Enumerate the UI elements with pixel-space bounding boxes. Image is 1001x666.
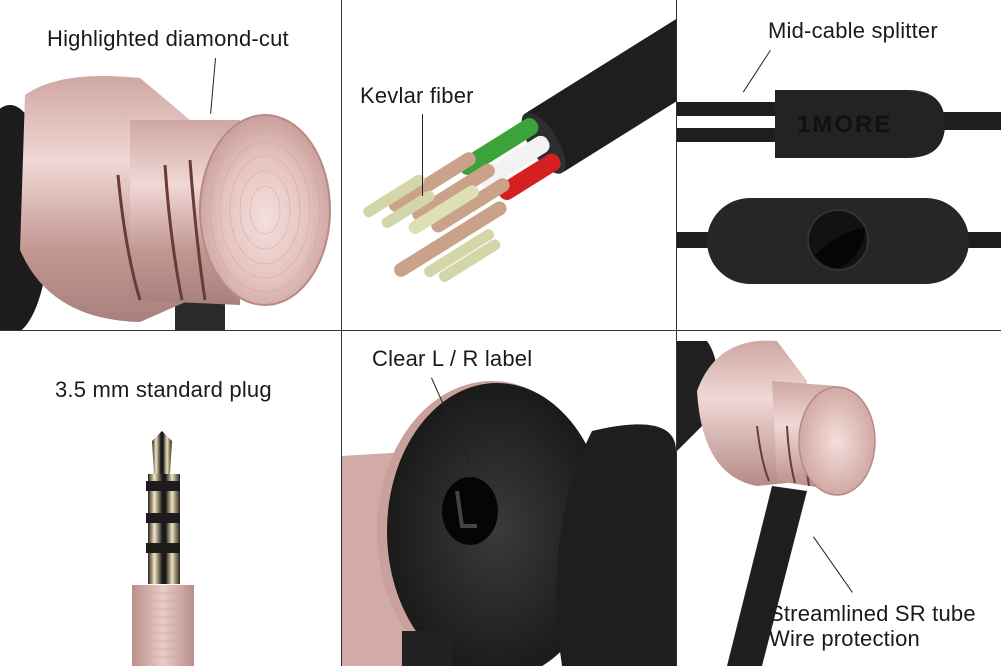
label-sr-tube-line1: Streamlined SR tube — [769, 601, 976, 626]
grid-divider — [0, 330, 1001, 331]
earbud-sr-tube-image — [677, 340, 876, 666]
label-sr-tube-line2: Wire protection — [769, 626, 920, 651]
leader-line — [422, 114, 423, 196]
splitter-and-remote-image: 1MORE — [677, 90, 1001, 284]
label-plug: 3.5 mm standard plug — [55, 377, 272, 402]
label-diamond-cut: Highlighted diamond-cut — [47, 26, 289, 51]
panel-sr-tube: Streamlined SR tube Wire protection — [677, 331, 1001, 666]
splitter-brand-logo: 1MORE — [797, 111, 892, 138]
panel-plug: 3.5 mm standard plug — [0, 331, 341, 666]
panel-diamond-cut: Highlighted diamond-cut — [0, 0, 341, 330]
panel-lr-label: Clear L / R label — [342, 331, 676, 666]
audio-plug-image — [132, 431, 194, 666]
grid-divider — [341, 0, 342, 666]
label-lr: Clear L / R label — [372, 346, 533, 371]
panel-splitter: 1MORE Mid-cable splitter — [677, 0, 1001, 330]
grid-divider — [676, 0, 677, 666]
earbud-diamond-cut-image — [0, 76, 331, 330]
label-kevlar: Kevlar fiber — [360, 83, 474, 108]
earbud-lr-image — [342, 381, 676, 666]
panel-kevlar: Kevlar fiber — [342, 0, 676, 330]
label-splitter: Mid-cable splitter — [768, 18, 938, 43]
cable-cross-section-image — [363, 13, 676, 282]
